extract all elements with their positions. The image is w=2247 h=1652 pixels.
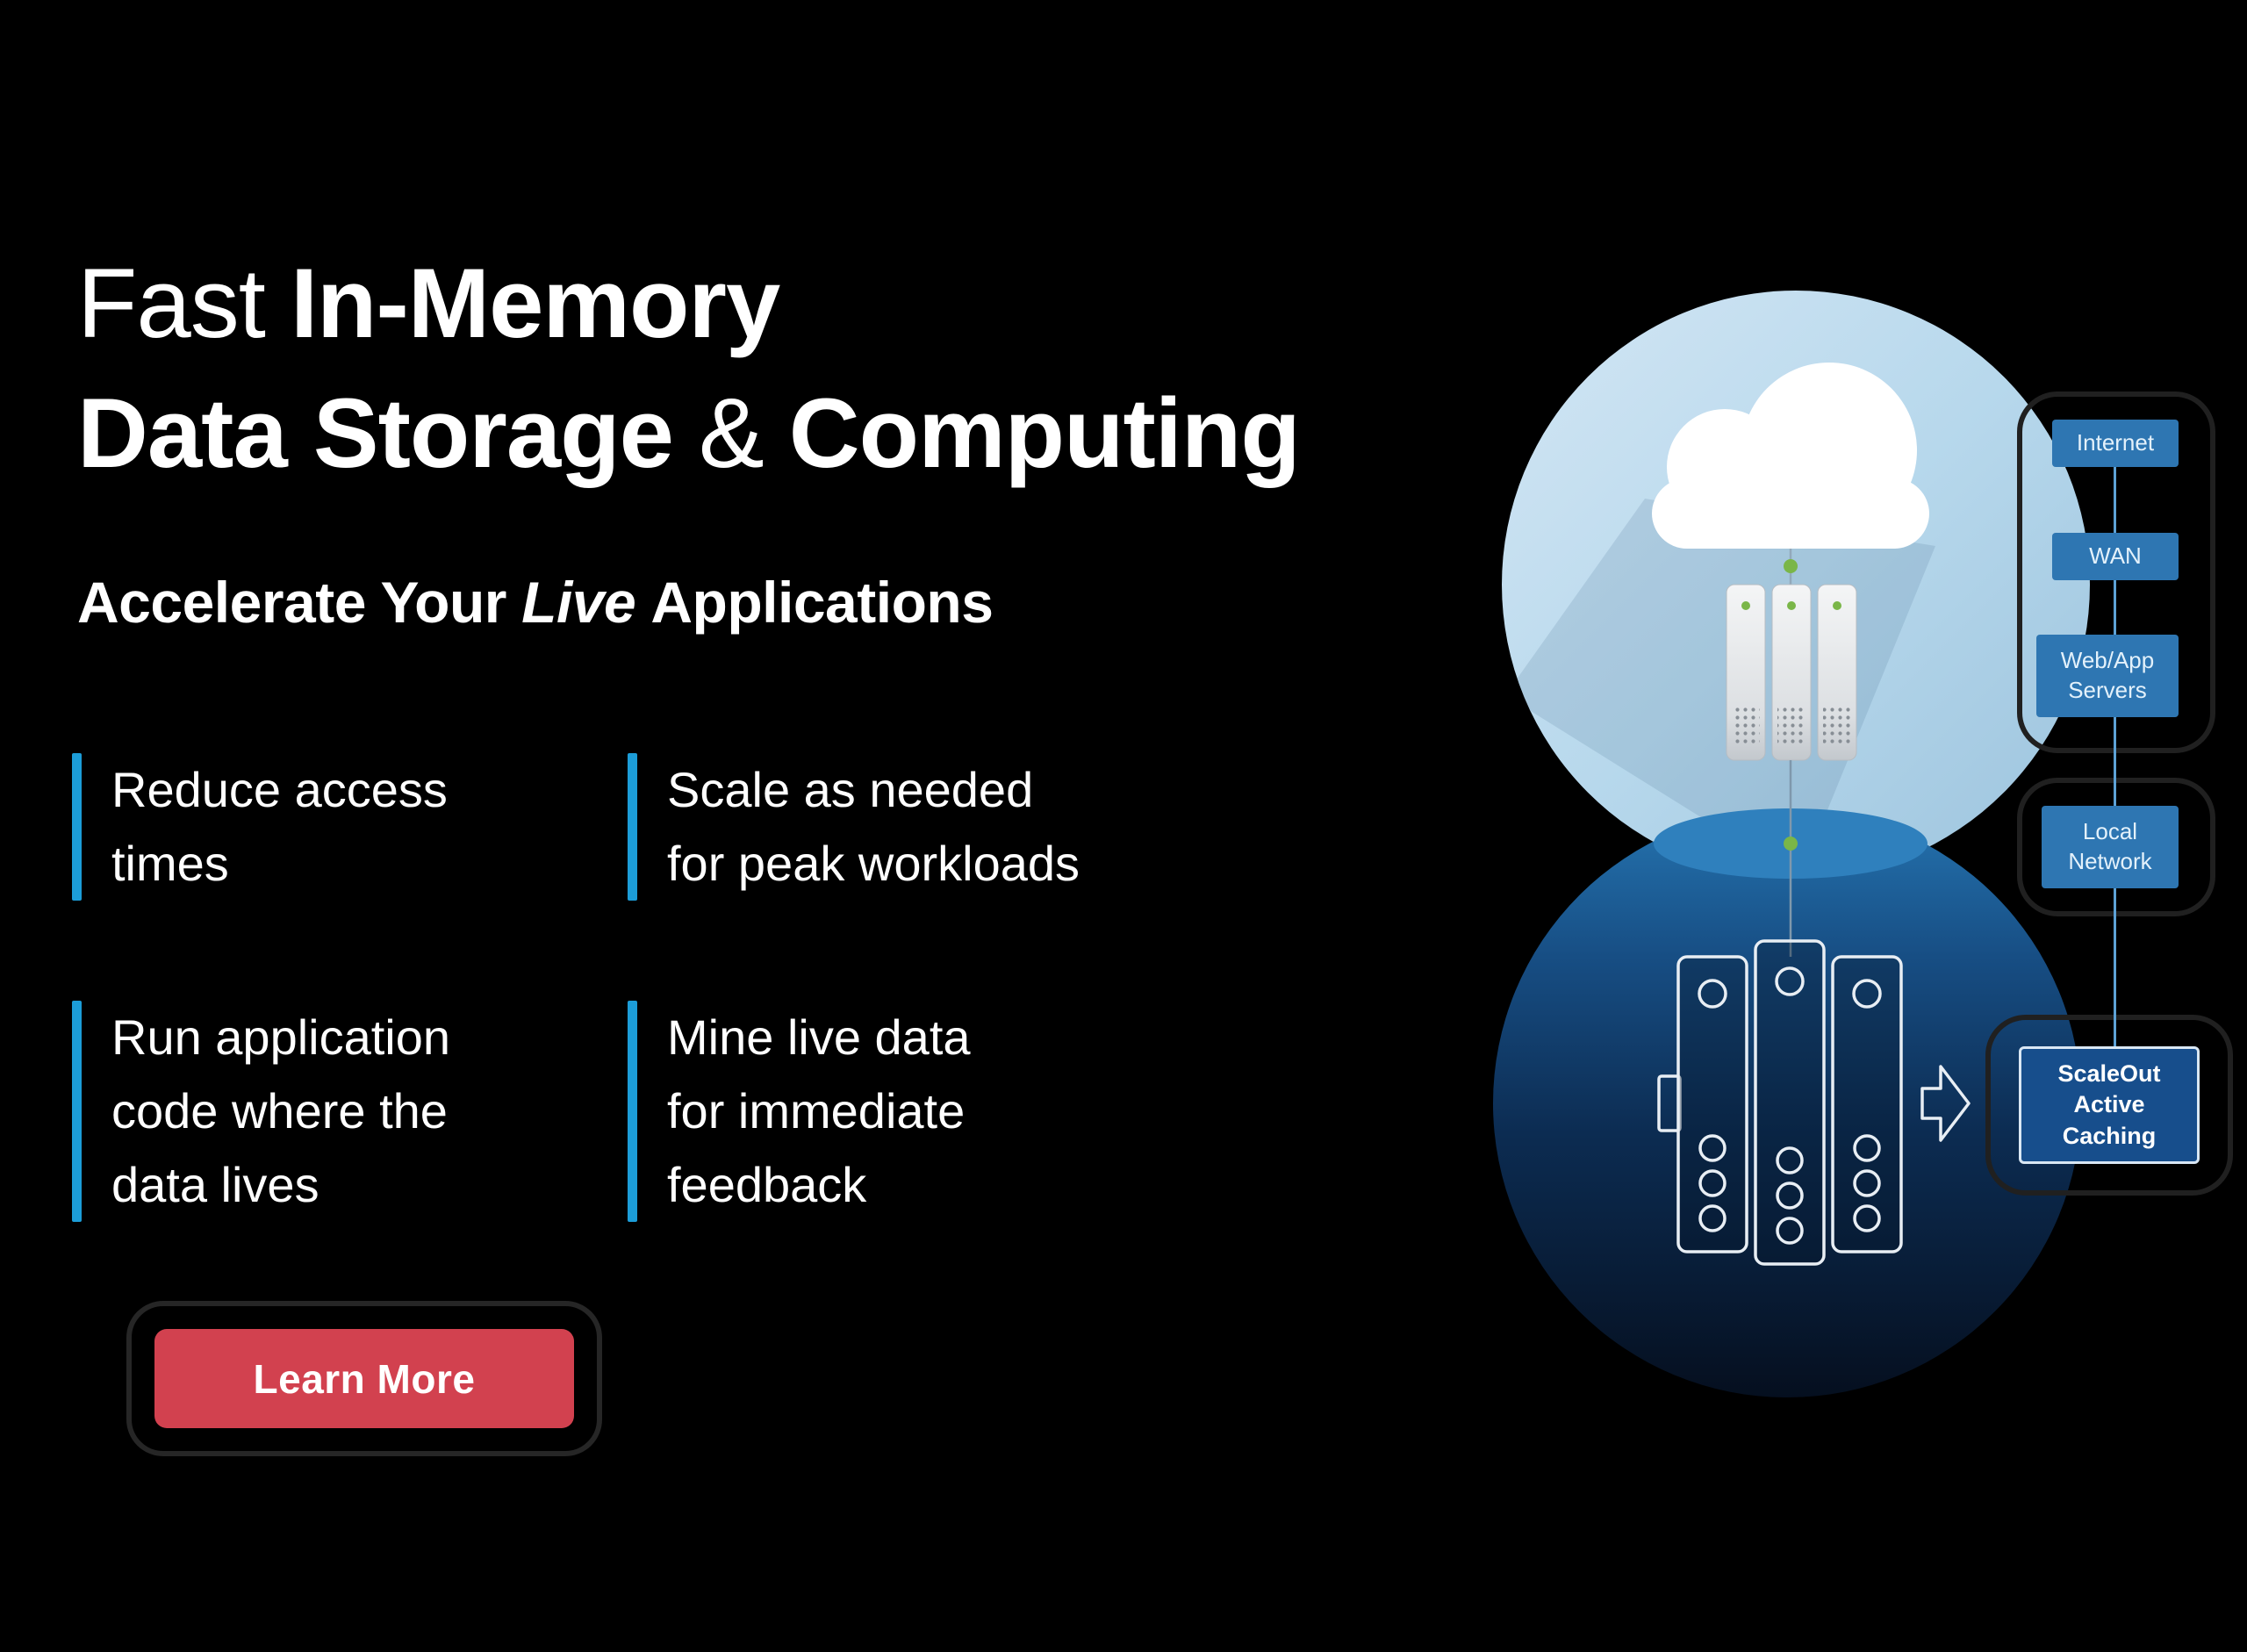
headline-data-storage: Data Storage (77, 377, 674, 488)
connector-line (2114, 888, 2116, 1046)
accent-bar (628, 753, 637, 901)
subheadline-live: Live (521, 570, 636, 635)
accent-bar (72, 753, 82, 901)
headline-ampersand: & (698, 377, 765, 488)
flow-group-outline (1985, 1015, 2233, 1196)
cloud-server-towers-icon (1726, 584, 1857, 761)
benefit-item: Mine live data for immediate feedback (628, 1001, 971, 1222)
cloud-icon (1652, 363, 1929, 549)
flow-box-local-network: Local Network (2042, 806, 2179, 888)
server-racks-icon (1657, 939, 1903, 1266)
benefit-item: Reduce access times (72, 753, 448, 901)
subheadline-pre: Accelerate Your (77, 570, 506, 635)
benefit-text: Run application code where the data live… (111, 1009, 451, 1212)
connector-line (2114, 467, 2116, 533)
connector-dot (1784, 837, 1798, 851)
flow-box-web-app-servers: Web/App Servers (2036, 635, 2179, 717)
headline-computing: Computing (788, 377, 1301, 488)
headline-line2: Data Storage&Computing (77, 369, 1301, 499)
flow-group-outline (2017, 778, 2215, 916)
flow-box-scaleout-active-caching: ScaleOut Active Caching (2019, 1046, 2200, 1164)
benefit-text: Mine live data for immediate feedback (667, 1009, 971, 1212)
learn-more-button[interactable]: Learn More (154, 1329, 574, 1428)
button-outline: Learn More (126, 1301, 602, 1456)
connector-line (2114, 580, 2116, 635)
flow-group-outline (2017, 391, 2215, 753)
benefit-text: Reduce access times (111, 762, 448, 891)
subheadline-post: Applications (650, 570, 994, 635)
benefit-item: Run application code where the data live… (72, 1001, 450, 1222)
connector-line (2114, 717, 2116, 806)
headline-word-in-memory: In-Memory (290, 248, 780, 358)
headline-word-fast: Fast (77, 248, 266, 358)
benefit-item: Scale as needed for peak workloads (628, 753, 1080, 901)
in-memory-circle (1493, 809, 2081, 1397)
accent-bar (628, 1001, 637, 1222)
accent-bar (72, 1001, 82, 1222)
connector-dot (1784, 559, 1798, 573)
flow-arrow-icon (1920, 1065, 1971, 1142)
benefit-text: Scale as needed for peak workloads (667, 762, 1080, 891)
flow-box-wan: WAN (2052, 533, 2179, 580)
architecture-diagram (1493, 291, 2090, 1397)
flow-box-internet: Internet (2052, 420, 2179, 467)
